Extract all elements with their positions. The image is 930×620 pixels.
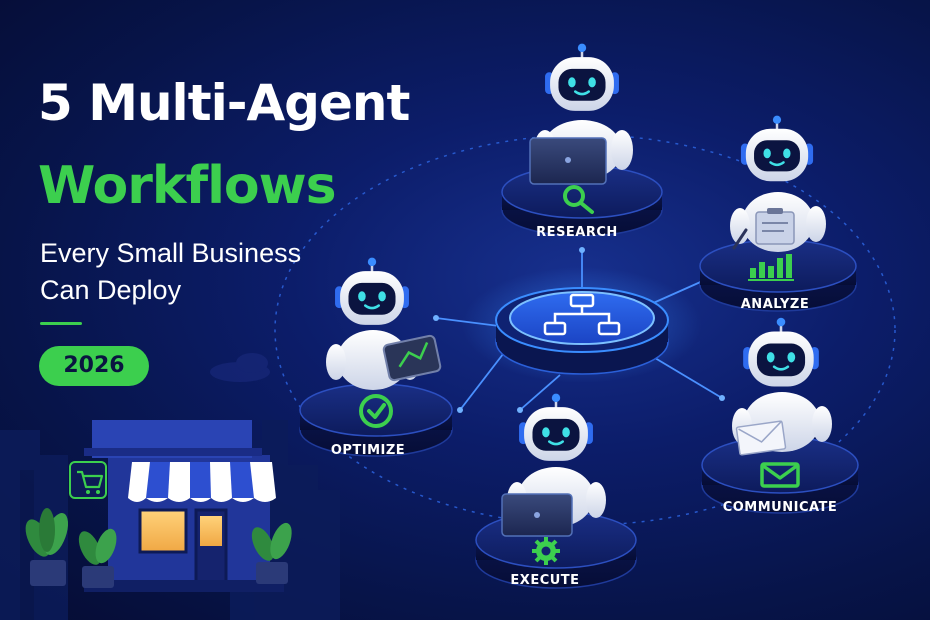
workflow-label-communicate: COMMUNICATE [723,500,838,515]
shopping-cart-icon [69,461,107,499]
plant-left [25,508,69,586]
storefront [69,420,284,592]
headline-line-1: 5 Multi-Agent [38,74,410,132]
check-circle-icon [359,394,393,428]
laptop-icon [501,493,573,537]
workflow-label-optimize: OPTIMIZE [331,443,405,458]
central-hub [462,267,702,383]
headline-line-2: Workflows [38,156,337,216]
year-badge: 2026 [39,346,149,386]
subtitle-line-1: Every Small Business [40,238,302,268]
flowchart-icon [543,293,621,336]
letter-icon [735,420,787,456]
laptop-icon [529,137,607,185]
workflow-label-analyze: ANALYZE [741,297,809,312]
robot-communicate [732,316,832,456]
gear-icon [532,537,560,565]
accent-divider [40,322,82,325]
robot-research [529,42,633,185]
envelope-icon [760,462,800,488]
cloud [210,353,270,382]
robot-execute [501,392,606,537]
magnifier-icon [563,185,594,214]
subtitle-line-2: Can Deploy [40,275,182,305]
pad-optimize [299,383,453,457]
clipboard-icon [732,208,795,250]
plant-right [251,522,292,584]
bar-chart-icon [748,254,794,281]
workflow-label-research: RESEARCH [536,225,618,240]
robot-analyze [730,114,826,252]
workflow-label-execute: EXECUTE [510,573,579,588]
plant-middle [78,528,117,588]
tablet-icon [382,334,442,382]
robot-optimize [326,256,442,390]
orbit-ring [274,134,896,526]
